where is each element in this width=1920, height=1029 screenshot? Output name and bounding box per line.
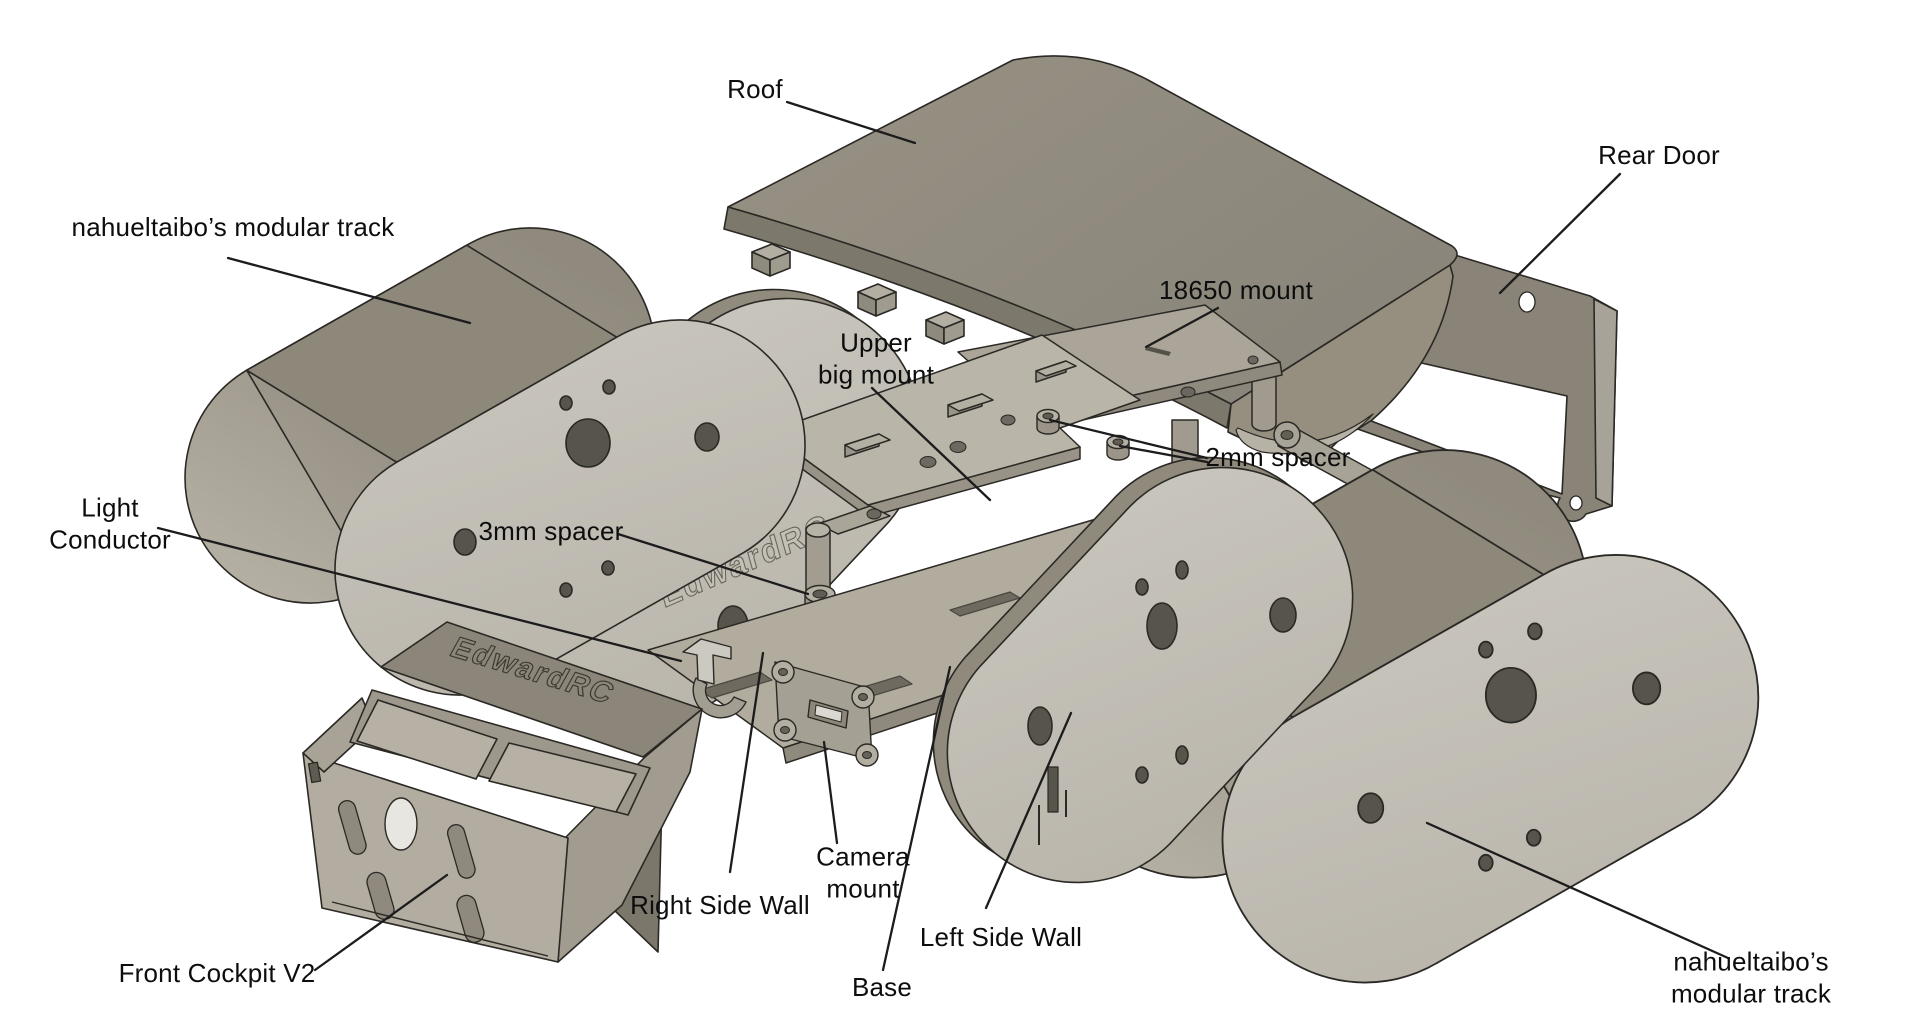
front-cockpit-part: EdwardRC xyxy=(302,621,703,963)
label-track-top-left: nahueltaibo’s modular track xyxy=(71,212,395,243)
label-base: Base xyxy=(851,972,913,1003)
left-side-wall-part xyxy=(932,456,1354,884)
leader-left-side-wall xyxy=(984,711,1073,910)
leader-2mm-spacer-b xyxy=(1118,444,1209,464)
label-3mm-spacer: 3mm spacer xyxy=(478,516,624,547)
leader-track-bottom-right xyxy=(1425,821,1730,960)
camera-mount-part xyxy=(771,660,879,767)
label-rear-door: Rear Door xyxy=(1598,140,1720,171)
roof-part xyxy=(723,55,1458,455)
label-upper-big-mount: Upper big mount xyxy=(818,327,934,389)
leader-track-top-left xyxy=(226,256,472,325)
label-left-side-wall: Left Side Wall xyxy=(919,922,1083,953)
leader-camera-mount xyxy=(822,740,839,845)
label-camera-mount: Camera mount xyxy=(816,841,910,903)
leader-lines xyxy=(156,100,1730,972)
label-right-side-wall: Right Side Wall xyxy=(630,890,810,921)
leader-front-cockpit xyxy=(313,873,449,972)
label-light-conductor: Light Conductor xyxy=(49,492,171,554)
leader-light-conductor xyxy=(156,526,683,663)
leader-upper-big-mount xyxy=(870,386,992,502)
label-track-bottom-right: nahueltaibo’s modular track xyxy=(1670,946,1832,1008)
leader-right-side-wall xyxy=(728,651,765,874)
leader-base xyxy=(881,665,952,972)
label-front-cockpit: Front Cockpit V2 xyxy=(118,958,316,989)
leader-18650-mount xyxy=(1144,306,1220,349)
leader-rear-door xyxy=(1498,172,1622,295)
leader-roof xyxy=(785,100,917,145)
label-roof: Roof xyxy=(727,74,783,105)
label-2mm-spacer: 2mm spacer xyxy=(1205,442,1351,473)
light-conductor-part xyxy=(682,638,747,719)
leader-2mm-spacer-a xyxy=(1048,418,1209,460)
leader-3mm-spacer xyxy=(616,532,810,596)
label-18650-mount: 18650 mount xyxy=(1159,275,1313,306)
